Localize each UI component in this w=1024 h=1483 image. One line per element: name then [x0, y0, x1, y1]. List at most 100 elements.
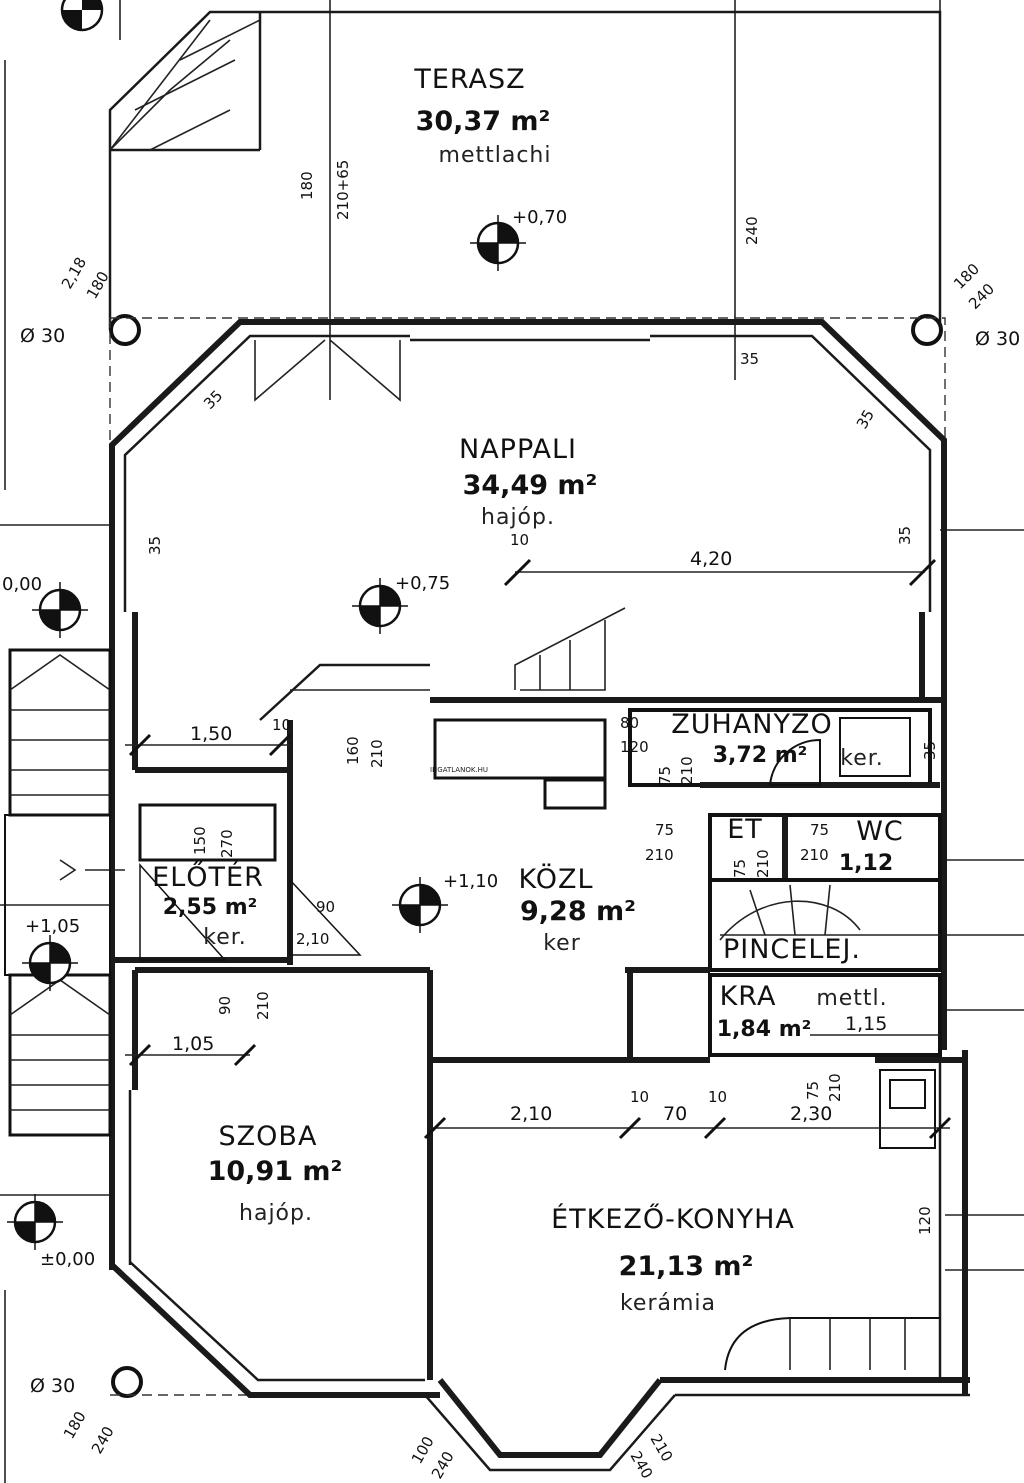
room-floor-nappali: hajóp. — [481, 505, 555, 530]
dim-210d: 2,10 — [296, 930, 329, 948]
room-name-wc: WC — [856, 816, 904, 847]
dim-210j: 210 — [826, 1073, 844, 1102]
dim-diameter-b: Ø 30 — [975, 328, 1020, 350]
terrace-outline — [108, 10, 942, 330]
dim-10b: 10 — [272, 716, 291, 734]
level-marker-terasz — [470, 215, 526, 271]
columns — [109, 314, 946, 1398]
dim-115: 1,15 — [845, 1013, 887, 1035]
dim-420: 4,20 — [690, 548, 732, 570]
dim-70: 70 — [663, 1103, 687, 1125]
dim-210c: 210 — [647, 1431, 677, 1465]
dim-240c: 240 — [88, 1423, 118, 1457]
room-area-wc: 1,12 — [839, 851, 893, 876]
dim-120: 120 — [620, 738, 649, 756]
dim-210b: 210 — [254, 991, 272, 1020]
dim-80: 80 — [620, 714, 639, 732]
level-marker-kozl — [392, 877, 448, 933]
dim-10a: 10 — [510, 531, 529, 549]
watermark: INGATLANOK.HU — [430, 766, 488, 774]
dimension-lines — [125, 558, 952, 1140]
room-floor-zuhanyzo: ker. — [840, 746, 884, 771]
room-area-eloter: 2,55 m² — [163, 895, 258, 920]
dim-diameter-a: Ø 30 — [20, 325, 65, 347]
interior-walls — [109, 607, 965, 1380]
outside-stairs — [4, 648, 112, 1137]
room-area-zuhanyzo: 3,72 m² — [713, 743, 808, 768]
room-area-kra: 1,84 m² — [717, 1017, 812, 1042]
room-floor-etkezo: kerámia — [620, 1291, 716, 1316]
room-floor-kozl: ker — [543, 931, 581, 956]
level-markers — [7, 0, 526, 1250]
room-floor-kra: mettl. — [816, 986, 887, 1011]
dim-210a: 2,10 — [510, 1103, 552, 1125]
room-floor-szoba: hajóp. — [239, 1201, 313, 1226]
room-floor-eloter: ker. — [203, 925, 247, 950]
room-name-et: ET — [727, 814, 763, 845]
dim-90a: 90 — [316, 898, 335, 916]
dim-75a: 75 — [655, 821, 674, 839]
dim-90b: 90 — [216, 996, 234, 1015]
dim-75d: 75 — [731, 859, 749, 878]
level-left-mid: +1,05 — [25, 916, 80, 937]
dim-240b: 240 — [627, 1448, 657, 1482]
dim-180-t: 180 — [298, 171, 316, 200]
dim-160: 160 — [344, 736, 362, 765]
level-marker-top — [60, 0, 104, 32]
level-marker-left-top — [32, 582, 88, 638]
level-left-bottom: ±0,00 — [40, 1249, 95, 1270]
dim-210i: 210 — [754, 849, 772, 878]
dim-150: 1,50 — [190, 723, 232, 745]
dim-210-65: 210+65 — [334, 160, 352, 220]
dim-270: 270 — [218, 829, 236, 858]
dim-218: 2,18 — [58, 254, 90, 292]
room-name-szoba: SZOBA — [219, 1121, 318, 1152]
dim-240a: 240 — [428, 1448, 458, 1482]
room-name-nappali: NAPPALI — [459, 434, 577, 465]
dim-diameter-c: Ø 30 — [30, 1375, 75, 1397]
room-area-nappali: 34,49 m² — [463, 470, 598, 501]
dim-35c: 35 — [200, 387, 226, 413]
room-floor-terasz: mettlachi — [439, 143, 552, 168]
level-nappali: +0,75 — [395, 573, 450, 594]
level-marker-nappali — [352, 578, 408, 634]
room-area-terasz: 30,37 m² — [416, 106, 551, 137]
dim-35f: 35 — [921, 741, 939, 760]
dim-240-t: 240 — [743, 216, 761, 245]
room-name-eloter: ELŐTÉR — [152, 861, 264, 893]
level-left-top: 0,00 — [2, 574, 42, 595]
room-area-kozl: 9,28 m² — [520, 896, 636, 927]
level-kozl: +1,10 — [443, 871, 498, 892]
room-name-pince: PINCELEJ. — [723, 934, 861, 965]
dim-35d: 35 — [740, 350, 759, 368]
room-area-szoba: 10,91 m² — [208, 1156, 343, 1187]
dim-35a: 35 — [146, 536, 164, 555]
dim-230: 2,30 — [790, 1103, 832, 1125]
room-name-zuhanyzo: ZUHANYZÓ — [671, 708, 832, 740]
dim-210g: 210 — [800, 846, 829, 864]
room-name-etkezo: ÉTKEZŐ-KONYHA — [551, 1203, 795, 1235]
room-area-etkezo: 21,13 m² — [619, 1251, 754, 1282]
dim-10d: 10 — [708, 1088, 727, 1106]
dim-75c: 75 — [656, 766, 674, 785]
doors — [59, 339, 401, 961]
dim-105: 1,05 — [172, 1033, 214, 1055]
dim-120b: 120 — [916, 1206, 934, 1235]
dim-10c: 10 — [630, 1088, 649, 1106]
dim-75b: 75 — [810, 821, 829, 839]
dim-35b: 35 — [896, 526, 914, 545]
dim-75e: 75 — [804, 1081, 822, 1100]
dim-180-bottom: 180 — [60, 1408, 90, 1442]
dim-150b: 150 — [191, 826, 209, 855]
level-marker-left-mid — [22, 935, 78, 991]
level-terasz: +0,70 — [512, 207, 567, 228]
dim-180-left: 180 — [83, 268, 113, 302]
room-name-kra: KRA — [720, 981, 777, 1012]
dim-210e: 210 — [368, 739, 386, 768]
dim-35e: 35 — [853, 406, 878, 432]
dim-210h: 210 — [678, 756, 696, 785]
room-name-kozl: KÖZL — [518, 863, 593, 895]
dim-210f: 210 — [645, 846, 674, 864]
room-name-terasz: TERASZ — [413, 64, 525, 95]
